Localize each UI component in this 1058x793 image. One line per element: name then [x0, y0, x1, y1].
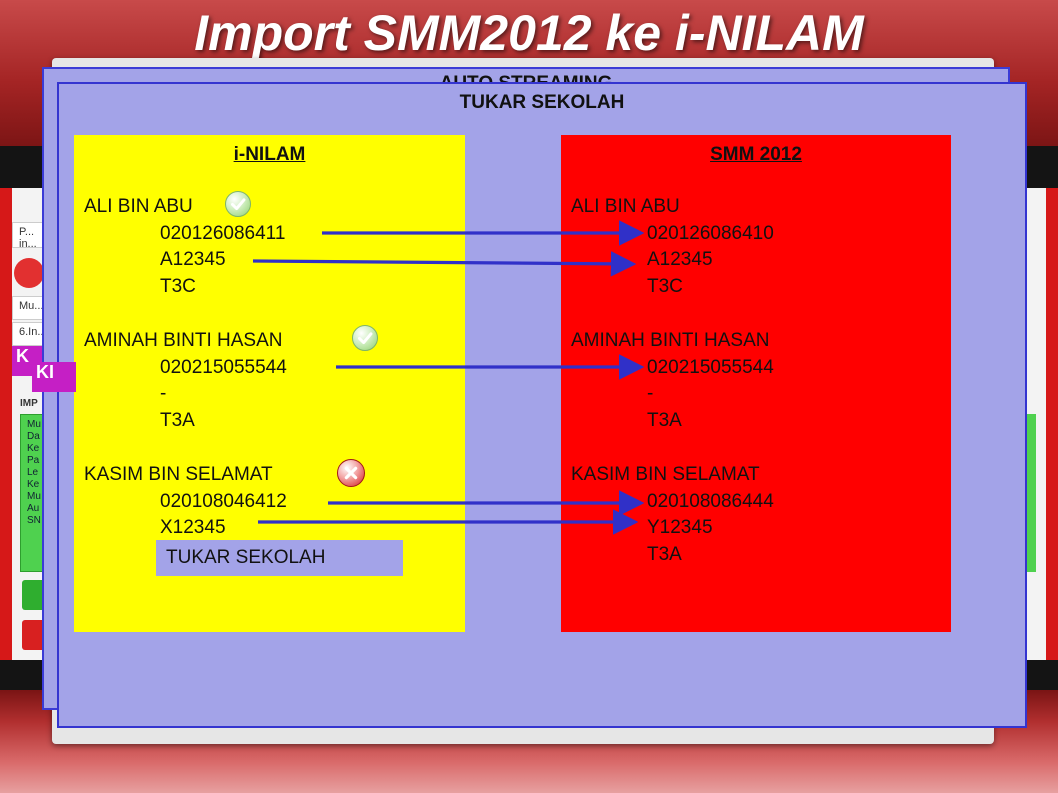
underlying-header-badge-2: KI: [32, 362, 76, 392]
smm-record-ic: 020108086444: [647, 491, 774, 512]
inilam-panel: i-NILAM ALI BIN ABU 020126086411 A12345 …: [74, 135, 465, 632]
tukar-sekolah-dialog: TUKAR SEKOLAH i-NILAM ALI BIN ABU 020126…: [57, 82, 1027, 728]
underlying-green-line: Da: [27, 431, 40, 442]
underlying-green-line: Mu: [27, 419, 41, 430]
inilam-record-ic: 020215055544: [160, 357, 287, 378]
inilam-record-ic: 020126086411: [160, 223, 286, 244]
check-icon: [352, 325, 378, 351]
smm2012-heading: SMM 2012: [710, 144, 802, 165]
slide-title: Import SMM2012 ke i-NILAM: [194, 5, 864, 61]
underlying-green-line: Mu: [27, 491, 41, 502]
tukar-sekolah-button[interactable]: TUKAR SEKOLAH: [156, 540, 403, 576]
smm-record-class: T3C: [647, 276, 683, 297]
smm2012-panel: SMM 2012 ALI BIN ABU 020126086410 A12345…: [561, 135, 951, 632]
smm-record-class: T3A: [647, 544, 682, 565]
cross-icon: [337, 459, 365, 487]
dialog-title: TUKAR SEKOLAH: [459, 92, 625, 113]
underlying-green-line: Le: [27, 467, 39, 478]
inilam-record-id: -: [160, 383, 167, 404]
underlying-app-left-edge: [0, 188, 12, 666]
smm-record-id: Y12345: [647, 517, 713, 538]
underlying-green-line: Ke: [27, 479, 40, 490]
inilam-record-class: T3A: [160, 410, 195, 431]
smm-record-name: ALI BIN ABU: [571, 196, 680, 217]
underlying-green-line: Pa: [27, 455, 40, 466]
smm-record-class: T3A: [647, 410, 682, 431]
smm-record-name: KASIM BIN SELAMAT: [571, 464, 760, 485]
inilam-heading: i-NILAM: [233, 144, 306, 165]
underlying-green-line: Au: [27, 503, 40, 514]
smm-record-ic: 020215055544: [647, 357, 774, 378]
inilam-record-ic: 020108046412: [160, 491, 287, 512]
smm-record-id: -: [647, 383, 654, 404]
underlying-green-line: Ke: [27, 443, 40, 454]
smm-record-id: A12345: [647, 249, 713, 270]
underlying-section-label: IMP: [20, 398, 38, 409]
inilam-record-class: T3C: [160, 276, 196, 297]
inilam-record-name: KASIM BIN SELAMAT: [84, 464, 273, 485]
inilam-record-id: A12345: [160, 249, 226, 270]
smm-record-ic: 020126086410: [647, 223, 774, 244]
underlying-app-right-edge: [1046, 188, 1058, 666]
inilam-record-name: AMINAH BINTI HASAN: [84, 330, 283, 351]
underlying-green-line: SN: [27, 515, 41, 526]
underlying-logo-icon: [14, 258, 44, 288]
inilam-record-id: X12345: [160, 517, 226, 538]
check-icon: [225, 191, 251, 217]
smm-record-name: AMINAH BINTI HASAN: [571, 330, 770, 351]
inilam-record-name: ALI BIN ABU: [84, 196, 193, 217]
